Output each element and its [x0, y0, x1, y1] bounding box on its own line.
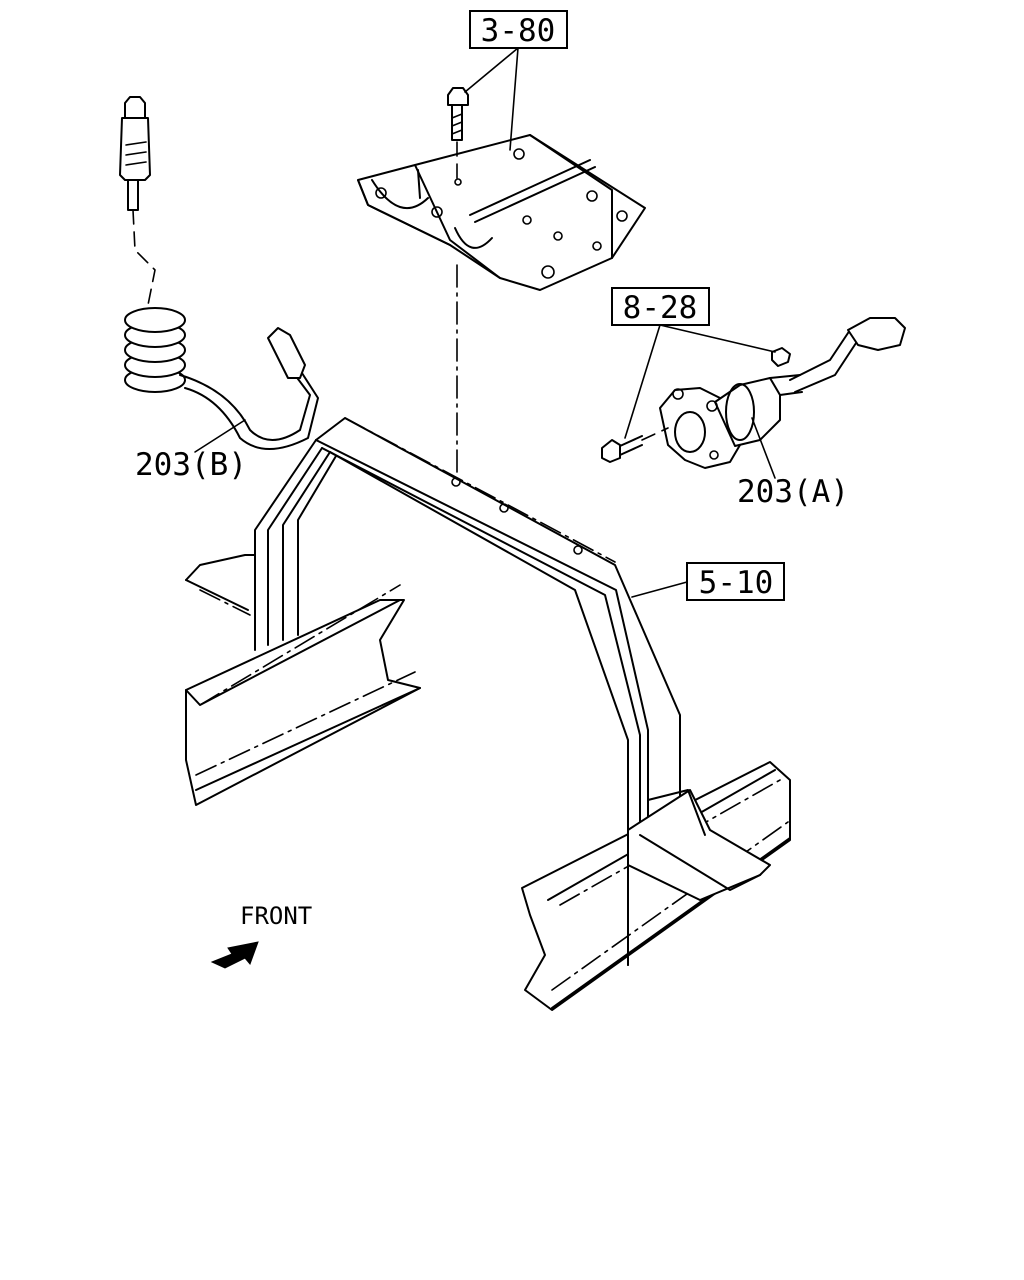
callout-203-a: 203(A) — [737, 417, 849, 510]
part-203-a-label: 203(A) — [737, 474, 849, 510]
front-indicator: FRONT — [210, 902, 312, 969]
callout-203-b: 203(B) — [135, 419, 247, 483]
callout-5-10: 5-10 — [631, 562, 785, 601]
left-frame-rail — [185, 554, 421, 806]
callout-8-28-label: 8-28 — [623, 290, 698, 326]
front-label: FRONT — [240, 902, 312, 930]
callout-3-80: 3-80 — [464, 10, 568, 151]
callout-3-80-label: 3-80 — [481, 13, 556, 49]
sensor-cable-b — [119, 96, 319, 450]
mounting-bracket — [357, 134, 646, 291]
right-frame-rail — [521, 761, 791, 1011]
callout-5-10-label: 5-10 — [699, 565, 774, 601]
arrow-icon — [210, 941, 259, 969]
callout-8-28: 8-28 — [611, 287, 776, 439]
bracket-bolt — [447, 87, 469, 179]
part-203-b-label: 203(B) — [135, 447, 247, 483]
sensor-assembly-a — [601, 317, 906, 469]
